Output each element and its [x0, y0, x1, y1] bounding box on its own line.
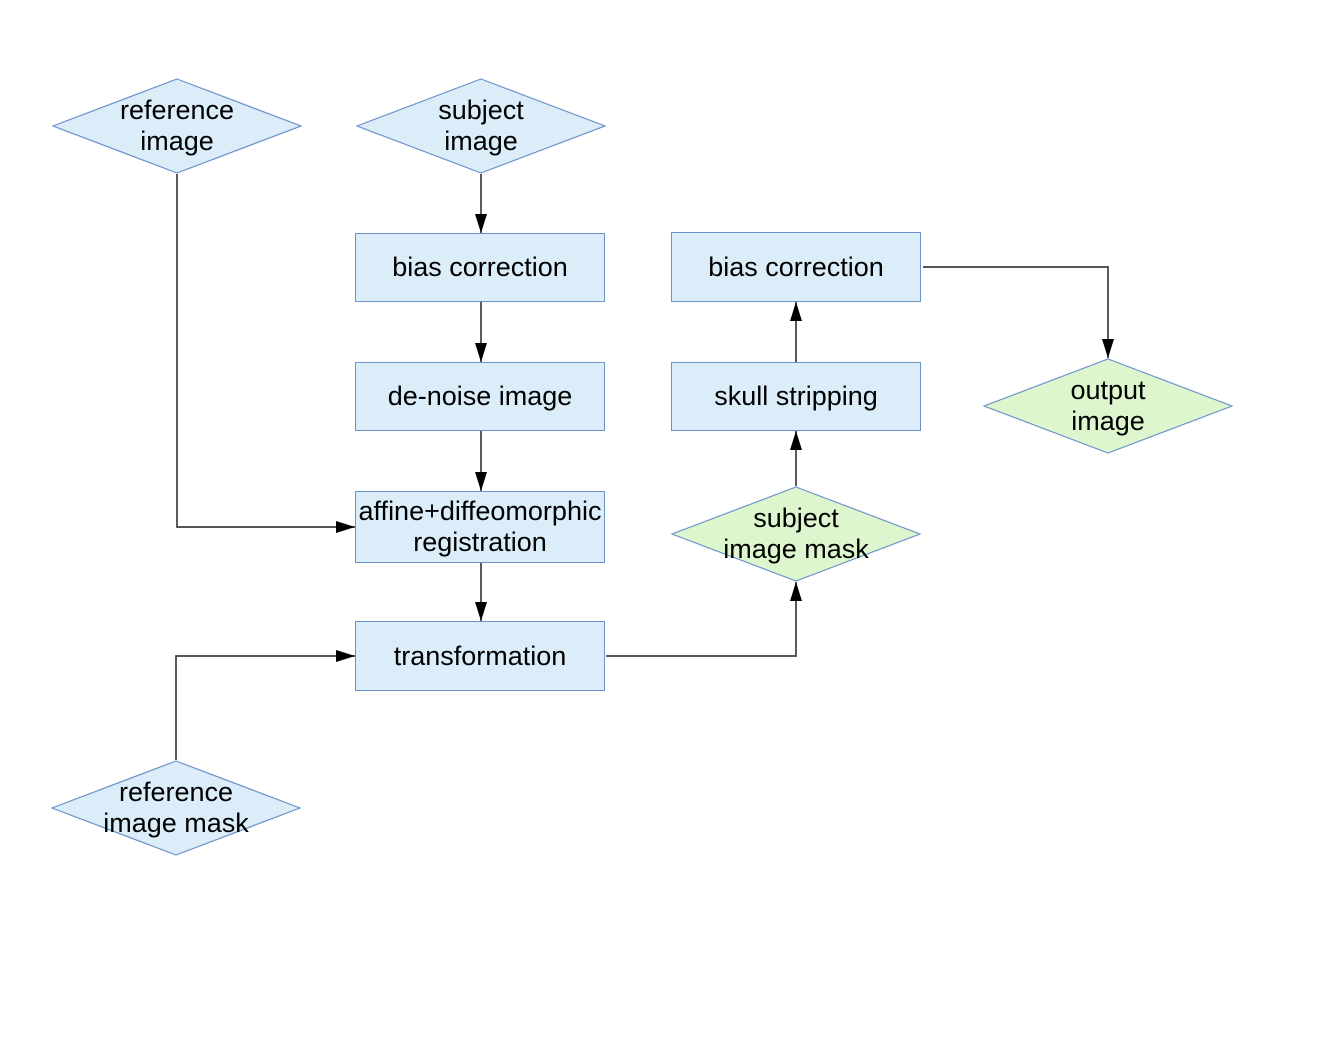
label-line: registration [413, 527, 547, 557]
label-line: reference [119, 95, 235, 125]
label-line: skull stripping [714, 381, 878, 411]
diamond-shape [51, 760, 301, 856]
edge-reference-image-to-registration [176, 174, 355, 533]
diamond-shape [671, 486, 921, 582]
edge-reference-image-mask-to-transformation [175, 650, 355, 760]
label-line: image mask [723, 534, 869, 564]
label-line: image [444, 126, 518, 156]
label-line: de-noise image [387, 381, 573, 411]
node-transformation: transformation [355, 621, 605, 691]
node-label: subject image mask [671, 486, 921, 582]
label-line: output [1070, 375, 1146, 405]
node-bias-correction-left: bias correction [355, 233, 605, 302]
label-line: subject [753, 503, 839, 533]
node-skull-stripping: skull stripping [671, 362, 921, 431]
label-line: transformation [393, 640, 567, 671]
node-label: output image [983, 358, 1233, 454]
node-affine-diffeomorphic-registration: affine+diffeomorphic registration [355, 491, 605, 563]
label-line: bias correction [708, 251, 884, 282]
label-line: reference [118, 777, 234, 807]
label-line: image [140, 126, 214, 156]
node-label: subject image [356, 78, 606, 174]
node-reference-image-mask: reference image mask [51, 760, 301, 856]
edge-bias-correction-to-output-image [923, 266, 1114, 358]
node-reference-image: reference image [52, 78, 302, 174]
diamond-shape [983, 358, 1233, 454]
label-line: affine+diffeomorphic [358, 496, 602, 526]
node-bias-correction-right: bias correction [671, 232, 921, 302]
label-line: bias correction [392, 252, 568, 282]
diamond-shape [356, 78, 606, 174]
label-line: subject [438, 95, 524, 125]
node-subject-image: subject image [356, 78, 606, 174]
node-label: reference image [52, 78, 302, 174]
node-label: reference image mask [51, 760, 301, 856]
edge-transformation-to-subject-image-mask [606, 582, 802, 657]
label-line: image [1071, 406, 1145, 436]
label-line: image mask [103, 808, 249, 838]
node-output-image: output image [983, 358, 1233, 454]
node-subject-image-mask: subject image mask [671, 486, 921, 582]
node-de-noise-image: de-noise image [355, 362, 605, 431]
diamond-shape [52, 78, 302, 174]
